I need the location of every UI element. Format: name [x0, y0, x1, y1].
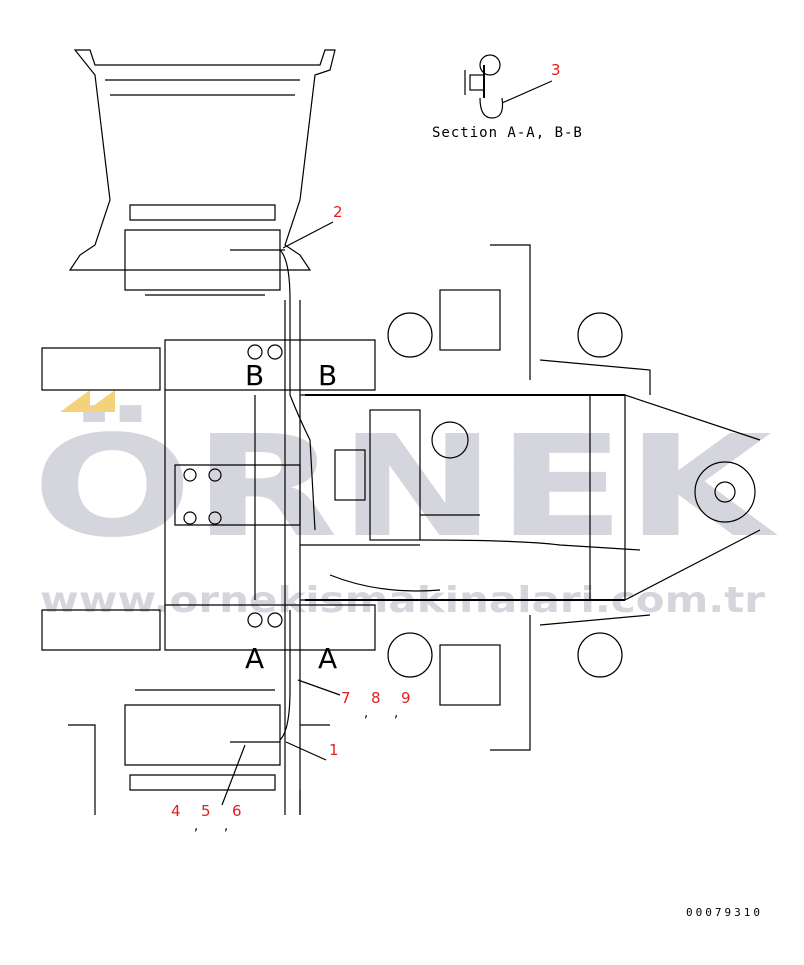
- callout-1: 1: [329, 741, 339, 759]
- section-detail: [464, 54, 553, 119]
- watermark-brand: ÖRNEK: [32, 404, 778, 569]
- drawing-number: 00079310: [686, 906, 763, 919]
- bottom-wheel: [68, 689, 330, 815]
- watermark: ÖRNEK www.ornekismakinalari.com.tr: [32, 390, 778, 621]
- callout-7: 7: [341, 689, 351, 707]
- view-mark-b-left: B: [245, 359, 264, 392]
- section-label: Section A-A, B-B: [432, 125, 583, 141]
- top-wheel: [68, 49, 336, 296]
- separator: ,: [394, 706, 398, 721]
- axle-frame: [41, 300, 626, 815]
- callout-8: 8: [371, 689, 381, 707]
- separator: ,: [364, 706, 368, 721]
- rear-frame: [387, 244, 761, 751]
- view-mark-a-right: A: [318, 642, 337, 675]
- callout-2: 2: [333, 203, 343, 221]
- watermark-accent-right: [85, 390, 115, 412]
- separator: ,: [224, 819, 228, 834]
- view-mark-b-right: B: [318, 359, 337, 392]
- callout-5: 5: [201, 802, 211, 820]
- callout-3: 3: [551, 61, 561, 79]
- separator: ,: [194, 819, 198, 834]
- view-marks: B B A A: [245, 359, 337, 675]
- callout-9: 9: [401, 689, 411, 707]
- leader-lines: [221, 221, 341, 806]
- callout-4: 4: [171, 802, 181, 820]
- valve-assembly: [279, 249, 641, 741]
- callouts: 1 2 3 4 5 6 7 8 9 , , , ,: [171, 61, 561, 834]
- view-mark-a-left: A: [245, 642, 264, 675]
- watermark-accent-left: [60, 390, 90, 412]
- callout-6: 6: [232, 802, 242, 820]
